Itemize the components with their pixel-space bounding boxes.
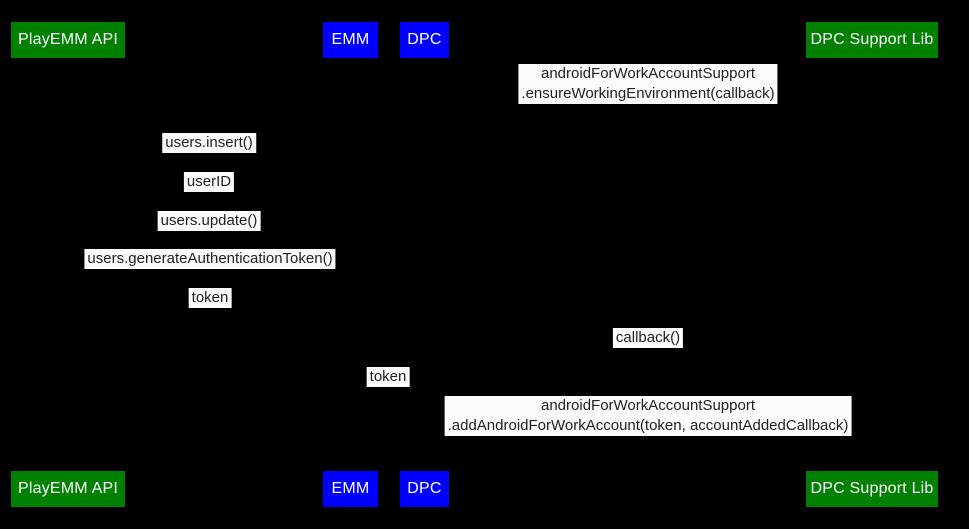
message-token-pass: token — [366, 367, 410, 387]
message-line: androidForWorkAccountSupport — [541, 397, 755, 414]
actor-emm-bottom: EMM — [323, 471, 378, 507]
actor-playemm-api-bottom: PlayEMM API — [11, 471, 125, 507]
actor-dpc-support-lib-bottom: DPC Support Lib — [806, 471, 938, 507]
message-line: androidForWorkAccountSupport — [540, 65, 755, 82]
message-users-insert: users.insert() — [162, 133, 256, 153]
message-ensure-working-environment: androidForWorkAccountSupport .ensureWork… — [518, 64, 778, 104]
message-callback: callback() — [612, 328, 684, 348]
message-users-update: users.update() — [157, 211, 261, 231]
message-add-android-for-work-account: androidForWorkAccountSupport .addAndroid… — [444, 396, 852, 436]
message-token-return: token — [188, 288, 232, 308]
message-line: .ensureWorkingEnvironment(callback) — [521, 85, 775, 102]
actor-dpc-support-lib-top: DPC Support Lib — [806, 22, 938, 58]
actor-playemm-api-top: PlayEMM API — [11, 22, 125, 58]
message-line: .addAndroidForWorkAccount(token, account… — [447, 417, 849, 434]
message-generate-authentication-token: users.generateAuthenticationToken() — [84, 249, 336, 269]
message-userid: userID — [183, 172, 235, 192]
actor-dpc-top: DPC — [400, 22, 449, 58]
actor-dpc-bottom: DPC — [400, 471, 449, 507]
actor-emm-top: EMM — [323, 22, 378, 58]
